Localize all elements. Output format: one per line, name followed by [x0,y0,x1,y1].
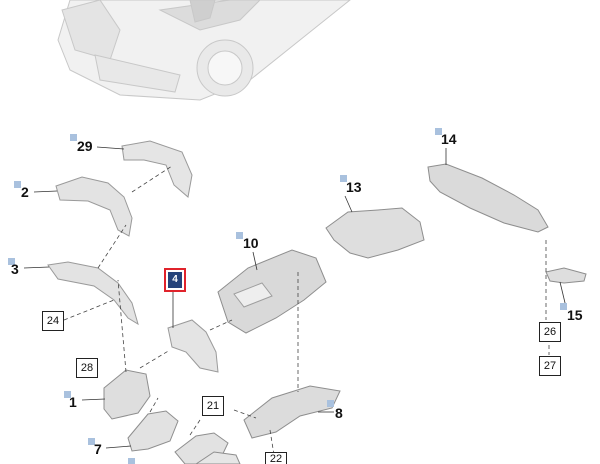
part-7-shape [127,410,179,452]
callout-8[interactable]: 8 [335,405,343,421]
callout-1[interactable]: 1 [69,394,77,410]
part-2-shape [55,176,133,237]
callout-15[interactable]: 15 [567,307,583,323]
callout-10[interactable]: 10 [243,235,259,251]
ref-box-27[interactable]: 27 [539,356,561,376]
ref-box-26[interactable]: 26 [539,322,561,342]
part-14-shape [427,163,549,233]
selected-part-number: 4 [168,272,182,288]
dashed-leaders [63,165,550,456]
ref-box-22[interactable]: 22 [265,452,287,464]
callout-14[interactable]: 14 [441,131,457,147]
ref-box-21[interactable]: 21 [202,396,224,416]
selected-part-marker[interactable]: 4 [164,268,186,292]
callout-3[interactable]: 3 [11,261,19,277]
callout-tag [340,175,347,182]
callout-tag [64,391,71,398]
callout-tag [14,181,21,188]
part-3-shape [47,261,139,326]
part-13-shape [325,207,425,259]
callout-tag [327,400,334,407]
callout-tag [560,303,567,310]
callout-tag [435,128,442,135]
callout-29[interactable]: 29 [77,138,93,154]
callout-2[interactable]: 2 [21,184,29,200]
part-15-shape [545,267,587,284]
callout-tag [236,232,243,239]
vehicle-illustration [57,0,351,101]
callout-tag [8,258,15,265]
part-10-shape [217,249,327,334]
callout-7[interactable]: 7 [94,441,102,457]
callout-tag [88,438,95,445]
part-4-shape [167,319,219,373]
callout-tag [70,134,77,141]
ref-box-24[interactable]: 24 [42,311,64,331]
ref-box-28[interactable]: 28 [76,358,98,378]
part-8-shape [243,385,341,439]
part-29-shape [121,140,193,198]
callout-tag [128,458,135,464]
callout-13[interactable]: 13 [346,179,362,195]
leader-lines [23,146,567,449]
part-1-shape [103,369,151,420]
